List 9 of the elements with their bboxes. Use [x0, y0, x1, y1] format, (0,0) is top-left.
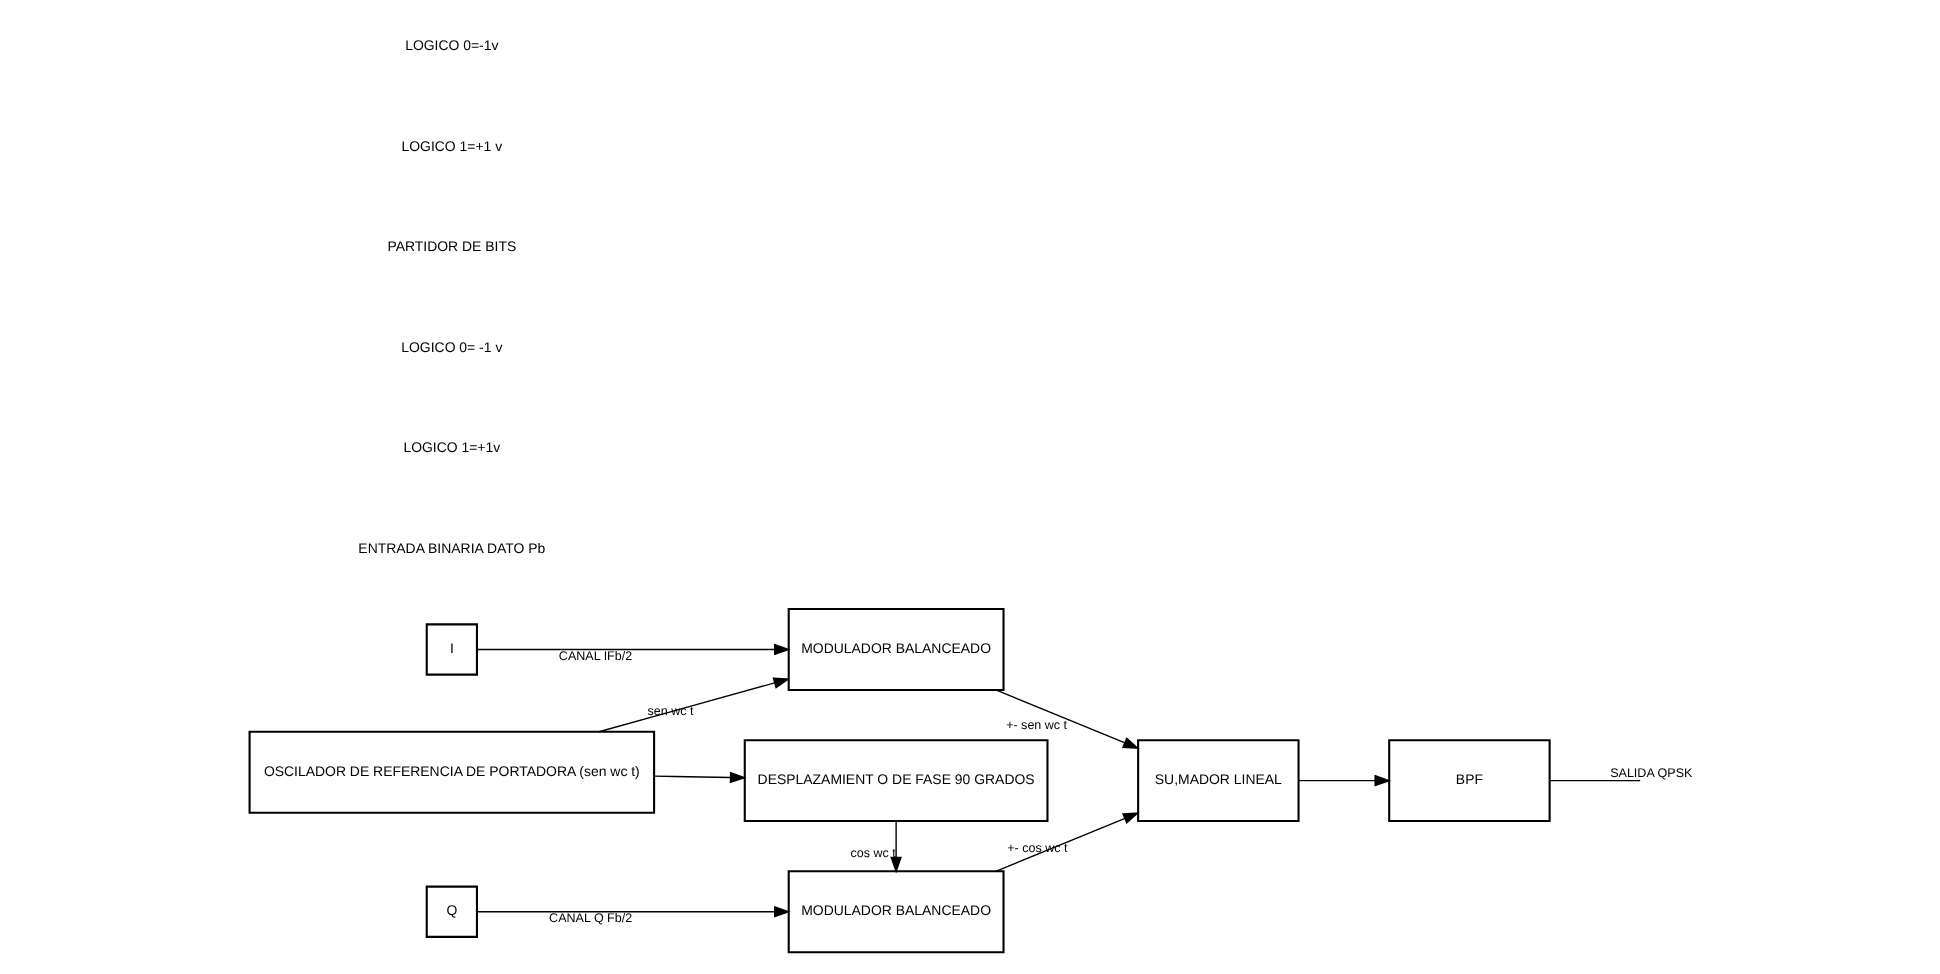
arrow — [475, 905, 790, 918]
arrow — [889, 820, 901, 874]
arrow — [475, 643, 790, 656]
arrow — [994, 689, 1139, 749]
arrow — [652, 771, 746, 784]
arrow — [1297, 774, 1391, 787]
arrow — [597, 677, 790, 733]
arrow — [994, 812, 1139, 872]
connector — [1548, 779, 1640, 782]
